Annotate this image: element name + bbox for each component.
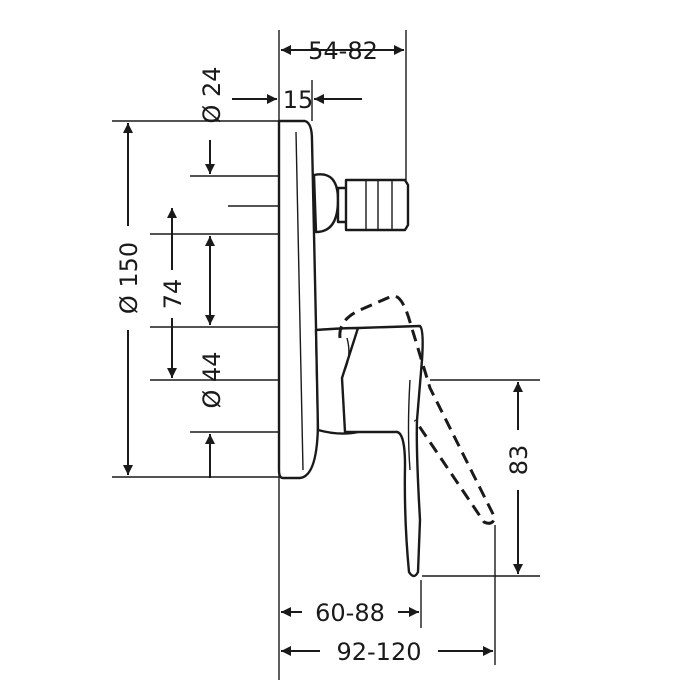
dim-lever-depth-range: 60-88 (315, 599, 385, 627)
dimension-labels: 54-82 15 Ø 24 Ø 150 74 Ø 44 83 60-88 92-… (115, 37, 533, 666)
mixer-side-view (277, 119, 497, 578)
mixer-lever (314, 324, 424, 578)
cover-plate-edge (295, 131, 304, 471)
dim-lever-height: 83 (505, 445, 533, 476)
diverter-knob (312, 173, 410, 234)
dim-hub-diameter: Ø 44 (198, 351, 226, 408)
dim-center-spacing: 74 (159, 279, 187, 310)
dim-overall-depth-range: 92-120 (336, 638, 421, 666)
lever-alternate-position (338, 294, 497, 525)
dim-cover-thickness: 15 (283, 86, 314, 114)
dimension-lines (123, 45, 523, 656)
dim-plate-diameter: Ø 150 (115, 242, 143, 314)
dim-depth-range-top: 54-82 (308, 37, 378, 65)
cover-plate (277, 119, 320, 480)
dim-outlet-diameter: Ø 24 (198, 66, 226, 123)
